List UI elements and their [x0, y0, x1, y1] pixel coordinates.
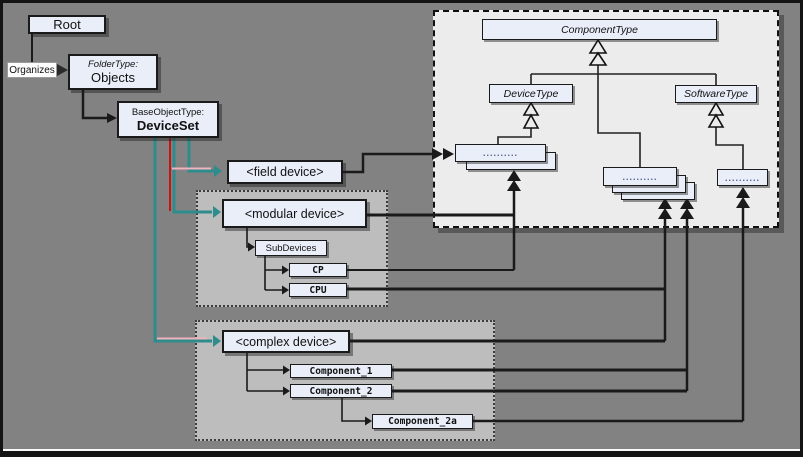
objects-type-prefix: FolderType: [88, 59, 138, 70]
devicetype-instance-stack-front: .......... [455, 144, 546, 162]
node-softwaretype: SoftwareType [675, 85, 757, 103]
node-modular-device: <modular device> [222, 199, 367, 228]
cp-label: CP [312, 264, 324, 276]
node-cpu: CPU [289, 283, 347, 297]
objects-label: Objects [90, 70, 136, 85]
componenttype-instance-stack-front: .......... [603, 167, 677, 186]
subdevices-label: SubDevices [265, 242, 317, 254]
connector-field-to-instance [343, 152, 432, 174]
component-2a-label: Component_2a [388, 416, 457, 427]
node-objects: FolderType: Objects [68, 54, 158, 90]
deviceset-type-prefix: BaseObjectType: [131, 106, 205, 118]
node-subdevices: SubDevices [255, 240, 327, 256]
node-root: Root [28, 15, 106, 34]
softwaretype-instance-dots: .......... [724, 172, 760, 183]
field-device-label: <field device> [246, 165, 324, 179]
node-cp: CP [289, 263, 347, 277]
connector-objects-deviceset [81, 90, 110, 120]
node-root-label: Root [53, 17, 81, 32]
organizes-reference-label: Organizes [7, 62, 57, 78]
softwaretype-label: SoftwareType [684, 88, 748, 100]
complex-device-label: <complex device> [235, 334, 337, 349]
node-complex-device: <complex device> [222, 330, 350, 353]
node-component-1: Component_1 [290, 364, 392, 378]
component-2-label: Component_2 [309, 385, 373, 397]
componenttype-instance-dots: .......... [622, 171, 658, 182]
devicetype-label: DeviceType [503, 87, 559, 100]
componenttype-label: ComponentType [561, 23, 638, 36]
organizes-text: Organizes [9, 64, 55, 76]
node-field-device: <field device> [227, 160, 343, 184]
node-componenttype: ComponentType [482, 19, 717, 40]
node-devicetype: DeviceType [489, 84, 573, 103]
frame-right [800, 0, 803, 457]
node-component-2: Component_2 [290, 384, 392, 398]
component-1-label: Component_1 [309, 365, 373, 377]
devicetype-instance-dots: .......... [482, 148, 518, 158]
arrowhead-deviceset [107, 113, 117, 123]
node-component-2a: Component_2a [372, 414, 473, 429]
frame-top [0, 0, 803, 3]
deviceset-label: DeviceSet [136, 117, 200, 133]
softwaretype-instance-stack: .......... [717, 169, 768, 186]
type-definitions-area [433, 10, 779, 228]
frame-left [0, 0, 3, 457]
frame-bottom-highlight [3, 449, 800, 451]
frame-bottom [0, 451, 803, 457]
cpu-label: CPU [309, 284, 327, 296]
modular-device-label: <modular device> [244, 206, 345, 221]
node-deviceset: BaseObjectType: DeviceSet [117, 101, 219, 138]
